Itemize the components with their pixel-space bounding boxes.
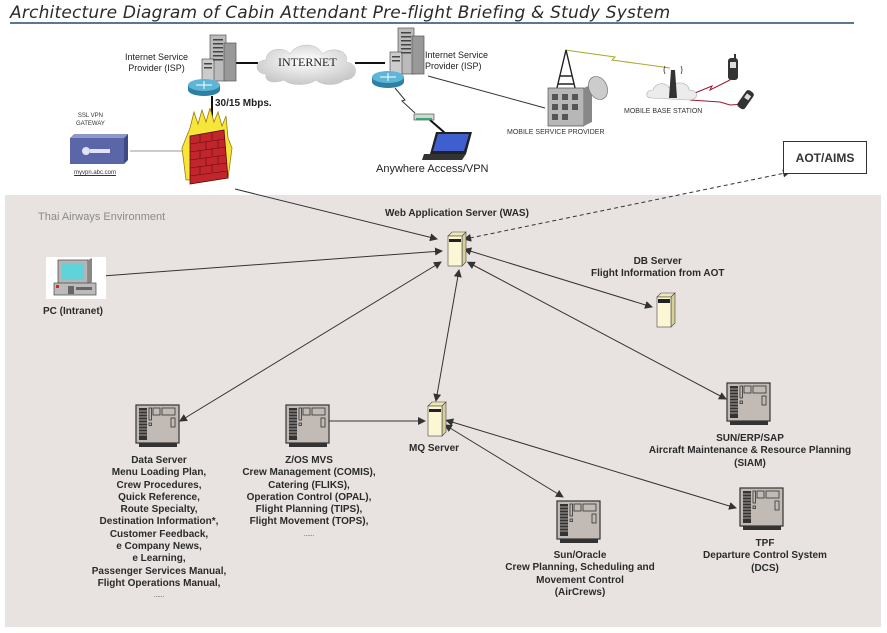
zos-name: Z/OS MVS [285,455,333,466]
link-dataserver-was [179,261,442,422]
zos-item: Flight Planning (TIPS), [255,504,363,516]
isp-building-icon-right [389,27,425,75]
data-server-item: ...... [153,593,164,600]
data-server-item: Route Specialty, [120,504,198,516]
pc-label: PC (Intranet) [43,306,103,317]
link-pc-was [101,247,443,277]
mobile-base-station-label: MOBILE BASE STATION [624,108,703,115]
tpf-item: (DCS) [751,562,779,574]
data-server-item: e Learning, [132,553,186,565]
data-server-item: Crew Procedures, [116,479,202,491]
db-server-icon [656,292,676,328]
data-server-item: Destination Information*, [99,516,219,528]
isp-left-label: Internet Service Provider (ISP) [125,52,189,73]
mobile-service-provider-label: MOBILE SERVICE PROVIDER [507,129,605,136]
router-icon-left [188,79,220,96]
router-icon-right [372,71,404,88]
sun-erp-item: Aircraft Maintenance & Resource Planning [648,445,852,457]
zos-item: Catering (FLIKS), [268,479,350,491]
sun-oracle-name: Sun/Oracle [553,550,607,561]
link-tower-basestation [564,49,671,69]
link-isp-modem [394,87,416,114]
was-label: Web Application Server (WAS) [385,208,529,219]
laptop-icon [422,132,472,160]
link-firewall-was [234,188,438,242]
sun-erp-name: SUN/ERP/SAP [716,433,784,444]
isp-building-icon [201,34,237,82]
internet-label: INTERNET [278,55,337,69]
zos-item: Operation Control (OPAL), [246,491,372,503]
link-was-sunerp [466,261,727,400]
modem-icon [413,113,435,121]
data-server-item: Passenger Services Manual, [91,565,227,577]
db-server-name: DB Server [633,256,682,267]
data-server-item: Menu Loading Plan, [111,467,207,479]
vpn-gateway-icon [70,134,128,164]
sun-oracle-item: Crew Planning, Scheduling and [505,562,655,574]
sun-erp-item: (SIAM) [734,457,766,469]
mq-server-icon [427,401,447,437]
bandwidth-label: 30/15 Mbps. [215,98,272,109]
zos-label: Z/OS MVS Crew Management (COMIS), Cateri… [234,455,384,541]
mobile-provider-tower-icon [547,49,608,127]
link-was-aot [463,169,791,242]
diagram-title: Architecture Diagram of Cabin Attendant … [10,3,671,23]
data-server-mainframe-icon [135,404,180,447]
link-mq-tpf [445,418,737,510]
db-server-desc: Flight Information from AOT [591,268,725,280]
data-server-item: Customer Feedback, [109,528,209,540]
mobile-phone-icon [728,54,738,80]
zos-item: Flight Movement (TOPS), [249,516,369,528]
zos-item: ...... [303,531,314,538]
anywhere-access-label: Anywhere Access/VPN [376,163,489,175]
mobile-base-station-icon [646,65,697,101]
cell-phone-icon [737,90,754,110]
tpf-name: TPF [755,538,775,549]
sun-oracle-mainframe-icon [556,500,601,543]
sun-erp-mainframe-icon [726,382,771,425]
aot-aims-box: AOT/AIMS [783,141,867,174]
tpf-mainframe-icon [739,487,784,530]
link-basestation-phone1 [689,79,731,96]
sun-oracle-item: Movement Control [536,574,624,586]
zos-mainframe-icon [285,404,330,447]
data-server-item: Quick Reference, [118,491,200,503]
zos-item: Crew Management (COMIS), [242,467,376,479]
internet-cloud-icon [256,44,356,85]
data-server-name: Data Server [131,455,187,466]
isp-right-label: Internet Service Provider (ISP) [425,50,489,71]
sun-oracle-item: (AirCrews) [554,586,606,598]
environment-label: Thai Airways Environment [38,211,166,223]
sun-erp-label: SUN/ERP/SAP Aircraft Maintenance & Resou… [630,433,870,470]
pc-icon [46,257,106,299]
tpf-item: Departure Control System [703,550,827,562]
link-modem-laptop [429,119,446,134]
data-server-item: Flight Operations Manual, [97,577,221,589]
link-mq-was [433,269,462,402]
data-server-label: Data Server Menu Loading Plan, Crew Proc… [84,455,234,603]
data-server-item: e Company News, [116,541,202,553]
tpf-label: TPF Departure Control System (DCS) [695,538,835,575]
firewall-icon [181,108,233,185]
vpn-gateway-label: SSL VPN GATEWAY [76,113,105,127]
link-isp-mobile [427,75,546,109]
was-server-icon [447,231,467,267]
title-underline [10,22,854,24]
db-server-label: DB Server Flight Information from AOT [591,256,725,281]
mq-server-label: MQ Server [409,443,460,454]
sun-oracle-label: Sun/Oracle Crew Planning, Scheduling and… [500,550,660,599]
vpn-url[interactable]: myvpn.abc.com [74,170,117,176]
